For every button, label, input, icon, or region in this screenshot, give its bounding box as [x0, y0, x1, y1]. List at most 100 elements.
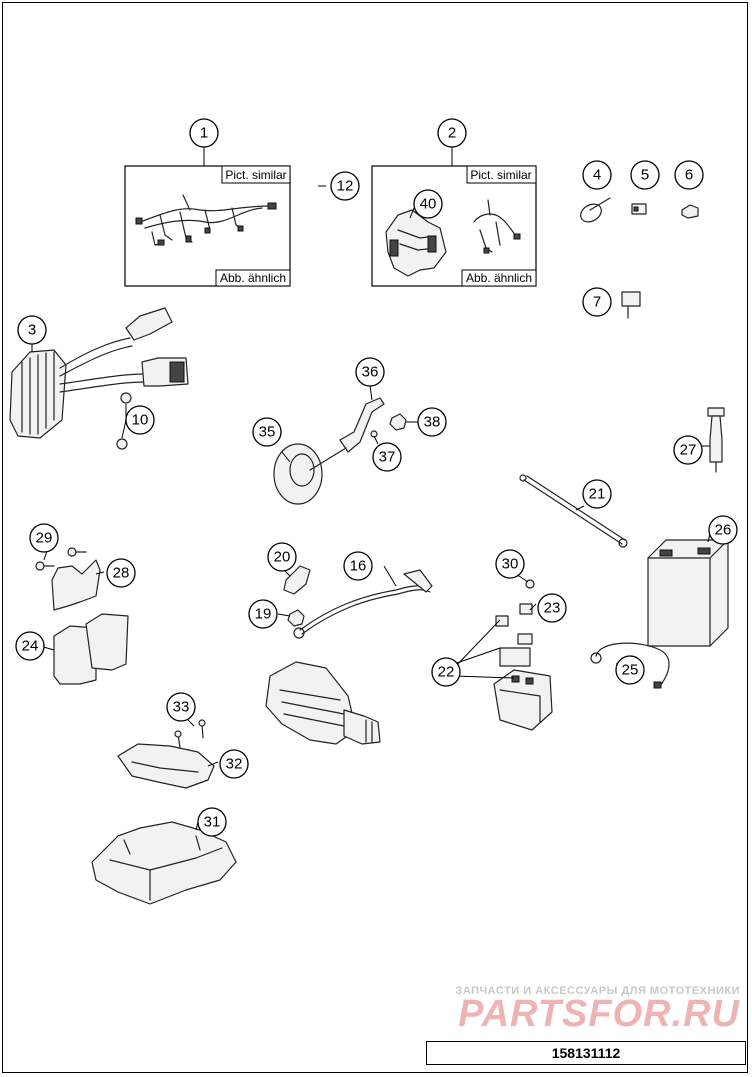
- svg-text:1: 1: [200, 125, 208, 142]
- bracket-28-drawing: [51, 559, 101, 611]
- callout-27: 27: [673, 435, 703, 465]
- starter-cable-drawing: [293, 569, 433, 639]
- screw-10-drawing: [116, 392, 132, 450]
- callout-38: 38: [417, 407, 447, 437]
- svg-text:5: 5: [641, 167, 649, 184]
- screws-33-drawing: [174, 719, 206, 749]
- svg-text:12: 12: [337, 178, 354, 195]
- svg-text:28: 28: [113, 565, 130, 582]
- callout-32: 32: [219, 749, 249, 779]
- pict-box-harness: Pict. similar Abb. ähnlich: [124, 165, 291, 287]
- callout-21: 21: [582, 479, 612, 509]
- callout-31: 31: [197, 807, 227, 837]
- callout-3: 3: [17, 315, 47, 345]
- svg-text:40: 40: [420, 196, 437, 213]
- rubber-cover-24-drawing: [53, 613, 129, 685]
- svg-text:21: 21: [589, 486, 606, 503]
- svg-text:7: 7: [593, 294, 601, 311]
- svg-text:22: 22: [438, 664, 455, 681]
- callout-16: 16: [343, 551, 373, 581]
- svg-text:32: 32: [226, 756, 243, 773]
- drawing-code: 158131112: [426, 1041, 746, 1065]
- callout-23: 23: [537, 593, 567, 623]
- holder-31-drawing: [91, 821, 237, 905]
- fuse-box-cover-drawing: [117, 743, 215, 789]
- svg-text:Abb. ähnlich: Abb. ähnlich: [466, 271, 532, 285]
- cap-20-drawing: [283, 565, 311, 595]
- voltage-regulator-drawing: [9, 307, 189, 439]
- callout-4: 4: [582, 160, 612, 190]
- watermark-logo: PARTSFOR.RU: [458, 993, 740, 1035]
- callout-36: 36: [355, 357, 385, 387]
- svg-text:19: 19: [255, 606, 272, 623]
- svg-text:Pict. similar: Pict. similar: [470, 168, 531, 182]
- clip-drawing: [631, 203, 647, 215]
- fuses-23-drawing: [495, 603, 533, 645]
- callout-2: 2: [437, 118, 467, 148]
- callout-7: 7: [582, 287, 612, 317]
- relay-drawing: [621, 291, 641, 319]
- callout-29: 29: [29, 523, 59, 553]
- svg-text:35: 35: [259, 424, 276, 441]
- svg-text:37: 37: [379, 449, 396, 466]
- starter-relay-drawing: [493, 647, 553, 731]
- pict-box-lockset: Pict. similar Abb. ähnlich: [371, 165, 537, 287]
- callout-28: 28: [106, 558, 136, 588]
- svg-text:38: 38: [424, 414, 441, 431]
- svg-text:10: 10: [132, 412, 149, 429]
- svg-text:30: 30: [502, 556, 519, 573]
- svg-text:23: 23: [544, 600, 561, 617]
- horn-drawing: [273, 443, 347, 505]
- callout-37: 37: [372, 442, 402, 472]
- svg-text:Pict. similar: Pict. similar: [225, 168, 286, 182]
- pict-label-aehnlich: Abb. ähnlich: [215, 269, 291, 287]
- svg-text:33: 33: [173, 699, 190, 716]
- callout-22: 22: [431, 657, 461, 687]
- callout-25: 25: [615, 655, 645, 685]
- holder-drawing: [681, 204, 699, 219]
- svg-text:29: 29: [36, 530, 53, 547]
- callout-33: 33: [166, 692, 196, 722]
- callout-19: 19: [248, 599, 278, 629]
- screws-29-drawing: [35, 547, 87, 571]
- pict-label-aehnlich-2: Abb. ähnlich: [461, 269, 537, 287]
- watermark-tagline: ЗАПЧАСТИ И АКСЕССУАРЫ ДЛЯ МОТОТЕХНИКИ: [455, 985, 740, 997]
- svg-text:24: 24: [22, 638, 39, 655]
- horn-bracket-drawing: [339, 397, 385, 453]
- pict-label-similar-2: Pict. similar: [466, 165, 537, 184]
- callout-30: 30: [495, 549, 525, 579]
- callout-20: 20: [267, 542, 297, 572]
- svg-text:2: 2: [448, 125, 456, 142]
- svg-text:31: 31: [204, 814, 221, 831]
- callout-40: 40: [413, 189, 443, 219]
- svg-text:20: 20: [274, 549, 291, 566]
- callout-6: 6: [674, 160, 704, 190]
- callout-26: 26: [708, 515, 738, 545]
- svg-text:26: 26: [715, 522, 732, 539]
- pict-label-similar: Pict. similar: [221, 165, 291, 184]
- nut-38-drawing: [389, 413, 407, 431]
- watermark: ЗАПЧАСТИ И АКСЕССУАРЫ ДЛЯ МОТОТЕХНИКИ PA…: [455, 985, 740, 1036]
- battery-drawing: [647, 539, 729, 647]
- callout-5: 5: [630, 160, 660, 190]
- lock-bracket-drawing: [385, 199, 521, 277]
- negative-cable-drawing: [519, 474, 628, 548]
- svg-text:36: 36: [362, 364, 379, 381]
- callout-24: 24: [15, 631, 45, 661]
- callout-10: 10: [125, 405, 155, 435]
- callout-1: 1: [189, 118, 219, 148]
- svg-text:25: 25: [622, 662, 639, 679]
- fuse-27-drawing: [707, 407, 725, 473]
- battery-cable-drawing: [590, 642, 670, 689]
- svg-text:3: 3: [28, 322, 36, 339]
- svg-text:27: 27: [680, 442, 697, 459]
- nut-19-drawing: [287, 609, 305, 627]
- callout-12: 12: [330, 171, 360, 201]
- starter-motor-drawing: [265, 661, 381, 745]
- svg-text:Abb. ähnlich: Abb. ähnlich: [220, 271, 286, 285]
- callout-35: 35: [252, 417, 282, 447]
- wiring-harness-drawing: [135, 194, 277, 246]
- svg-text:6: 6: [685, 167, 693, 184]
